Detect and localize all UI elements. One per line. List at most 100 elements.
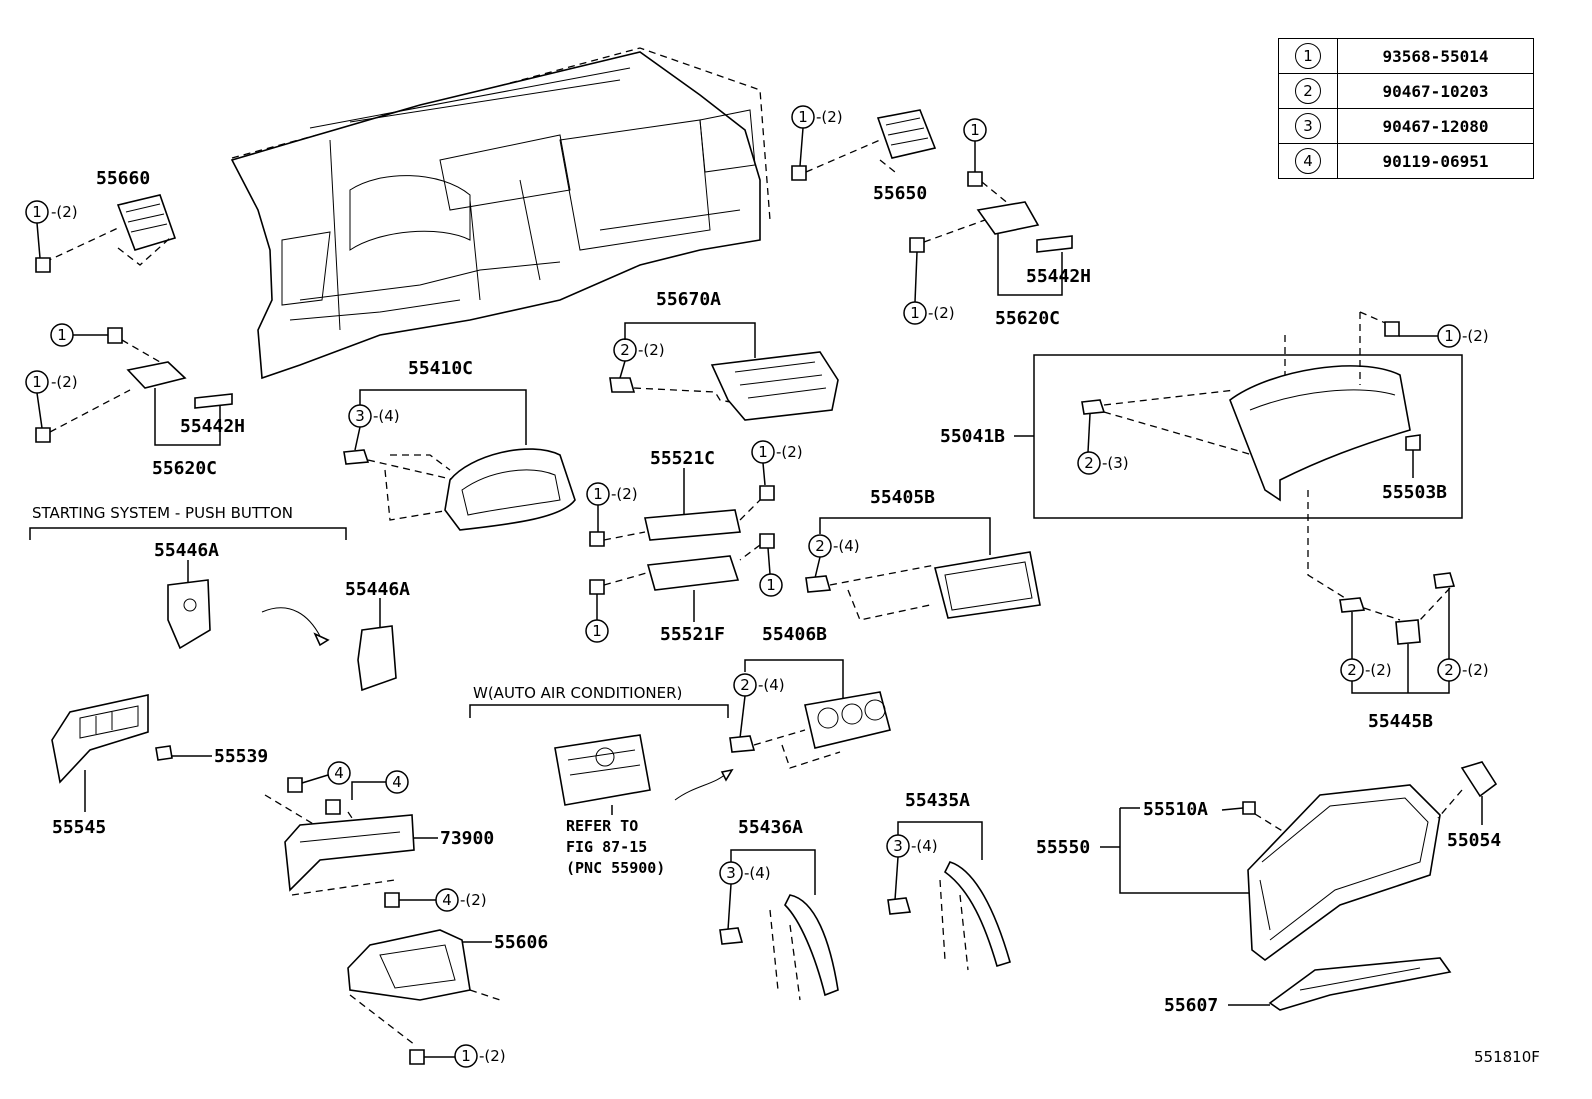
callout-c7: 1 -(2) — [1399, 324, 1489, 348]
callout-c9: 3 -(4) — [348, 404, 400, 428]
part-number-55054[interactable]: 55054 — [1447, 830, 1501, 851]
svg-text:1: 1 — [970, 121, 980, 139]
part-number-55660[interactable]: 55660 — [96, 168, 150, 189]
legend-part-number[interactable]: 93568-55014 — [1337, 38, 1534, 74]
part-number-55521F[interactable]: 55521F — [660, 624, 725, 645]
part-number-55446A-first[interactable]: 55446A — [154, 540, 219, 561]
part-55436A-group: 55436A 3 -(4) — [719, 817, 839, 1001]
svg-text:1: 1 — [461, 1047, 471, 1065]
svg-text:-(4): -(4) — [911, 837, 938, 855]
lower-finish-panel-shape — [284, 814, 415, 892]
part-number-55620C-left[interactable]: 55620C — [152, 458, 217, 479]
legend-circle-number: 1 — [1295, 43, 1321, 69]
part-number-55041B[interactable]: 55041B — [940, 426, 1005, 447]
refer-note-line-3: (PNC 55900) — [566, 859, 665, 877]
instrument-panel-drawing — [230, 47, 771, 380]
part-number-55503B[interactable]: 55503B — [1382, 482, 1447, 503]
callout-c5: 1 — [963, 118, 987, 172]
part-number-55606[interactable]: 55606 — [494, 932, 548, 953]
svg-text:-(2): -(2) — [928, 304, 955, 322]
svg-text:1: 1 — [1444, 327, 1454, 345]
callout-c14: 2 -(4) — [808, 534, 860, 558]
callout-c21: 4 -(2) — [399, 888, 487, 912]
svg-text:-(2): -(2) — [1462, 327, 1489, 345]
under-cover-shape — [347, 929, 471, 1001]
callout-c13: 1 — [759, 573, 783, 597]
part-number-55545[interactable]: 55545 — [52, 817, 106, 838]
callout-c8: 2 -(2) — [613, 338, 665, 362]
legend-part-number[interactable]: 90467-10203 — [1337, 73, 1534, 109]
part-number-55436A[interactable]: 55436A — [738, 817, 803, 838]
side-register-left-shape — [126, 361, 187, 389]
part-number-73900[interactable]: 73900 — [440, 828, 494, 849]
part-55521C-group: 55521C 1 -(2) 1 -(2) — [586, 440, 803, 547]
callout-c20: 4 — [351, 770, 409, 800]
center-vent-shape — [710, 351, 839, 421]
part-number-55670A[interactable]: 55670A — [656, 289, 721, 310]
part-number-55445B[interactable]: 55445B — [1368, 711, 1433, 732]
part-55670A-group: 55670A 2 -(2) — [609, 289, 839, 421]
part-number-55442H-right[interactable]: 55442H — [1026, 266, 1091, 287]
refer-note-line-1: REFER TO — [566, 817, 638, 835]
part-55607-group: 55607 — [1164, 957, 1452, 1016]
part-55620C-right-group: 1 55442H 1 -(2) 55620C — [903, 118, 1091, 329]
part-55435A-group: 55435A 3 -(4) — [886, 790, 1011, 971]
part-number-55446A-second[interactable]: 55446A — [345, 579, 410, 600]
part-number-55650[interactable]: 55650 — [873, 183, 927, 204]
callout-c10: 1 -(2) — [586, 482, 638, 532]
auto-ac-section: W(AUTO AIR CONDITIONER) REFER TO FIG 87-… — [469, 684, 734, 877]
svg-text:1: 1 — [32, 203, 42, 221]
push-button-switch-shape — [357, 625, 397, 692]
glove-box-door-shape — [1229, 365, 1411, 502]
callout-c23: 3 -(4) — [719, 861, 771, 885]
svg-text:1: 1 — [758, 443, 768, 461]
part-number-55435A[interactable]: 55435A — [905, 790, 970, 811]
figure-id: 551810F — [1474, 1048, 1540, 1066]
svg-text:2: 2 — [620, 341, 630, 359]
part-73900-group: 4 4 73900 4 -(2) 55606 1 — [264, 761, 548, 1068]
legend-part-number[interactable]: 90467-12080 — [1337, 108, 1534, 144]
side-register-right-shape — [976, 201, 1040, 235]
callout-c24: 3 -(4) — [886, 834, 938, 858]
svg-text:-(2): -(2) — [51, 373, 78, 391]
svg-text:-(2): -(2) — [1365, 661, 1392, 679]
part-number-55406B[interactable]: 55406B — [762, 624, 827, 645]
callout-c18: 2 -(2) — [1437, 658, 1489, 682]
part-number-55521C[interactable]: 55521C — [650, 448, 715, 469]
part-number-55405B[interactable]: 55405B — [870, 487, 935, 508]
svg-text:2: 2 — [815, 537, 825, 555]
display-unit-shape — [934, 551, 1041, 619]
part-number-55607[interactable]: 55607 — [1164, 995, 1218, 1016]
part-number-55550[interactable]: 55550 — [1036, 837, 1090, 858]
side-vent-left-shape — [116, 194, 177, 251]
part-number-55510A[interactable]: 55510A — [1143, 799, 1208, 820]
legend-row: 1 93568-55014 — [1278, 38, 1534, 74]
svg-text:4: 4 — [392, 773, 402, 791]
refer-note-line-2: FIG 87-15 — [566, 838, 647, 856]
svg-text:-(4): -(4) — [373, 407, 400, 425]
callout-c2: 1 -(2) — [25, 370, 78, 429]
svg-text:2: 2 — [1347, 661, 1357, 679]
callout-c17: 2 -(2) — [1340, 658, 1392, 682]
part-number-55539[interactable]: 55539 — [214, 746, 268, 767]
svg-text:4: 4 — [334, 764, 344, 782]
legend-part-number[interactable]: 90119-06951 — [1337, 143, 1534, 179]
part-55406B-group: 55406B 2 -(4) — [729, 624, 891, 769]
part-55410C-group: 55410C 3 -(4) — [343, 358, 576, 531]
svg-text:2: 2 — [1084, 454, 1094, 472]
svg-text:-(2): -(2) — [611, 485, 638, 503]
part-55550-group: 55550 55510A 55054 — [1036, 761, 1501, 962]
callout-c3: 1 — [50, 323, 108, 347]
svg-text:-(4): -(4) — [758, 676, 785, 694]
part-55545-group: 55545 55539 — [51, 694, 268, 838]
part-number-55442H-left[interactable]: 55442H — [180, 416, 245, 437]
part-55445B-group: 2 -(2) 2 -(2) 55445B — [1307, 490, 1489, 732]
part-number-55620C-right[interactable]: 55620C — [995, 308, 1060, 329]
part-number-55410C[interactable]: 55410C — [408, 358, 473, 379]
part-55041B-group: 55041B 2 -(3) 1 -(2) 55503B — [940, 311, 1489, 519]
a-pillar-trim-left-shape — [943, 861, 1011, 968]
callout-c19: 4 — [301, 761, 351, 785]
legend-row: 2 90467-10203 — [1278, 73, 1534, 109]
svg-text:-(4): -(4) — [833, 537, 860, 555]
